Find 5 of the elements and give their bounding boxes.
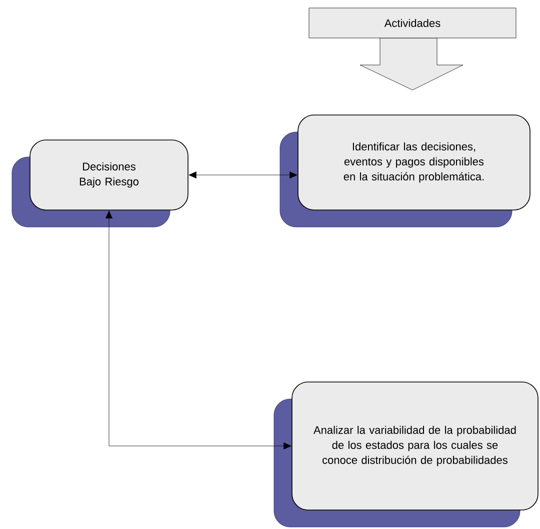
process-box: Analizar la variabilidad de la probabilidad de los estados para los cuales se conoce distribución de probabilidades xyxy=(274,382,538,528)
process-box: Identificar las decisiones, eventos y pagos disponibles en la situación problemática. xyxy=(280,114,530,228)
arrow xyxy=(106,210,292,450)
process-box: Decisiones Bajo Riesgo xyxy=(12,140,188,228)
arrow xyxy=(188,172,298,178)
